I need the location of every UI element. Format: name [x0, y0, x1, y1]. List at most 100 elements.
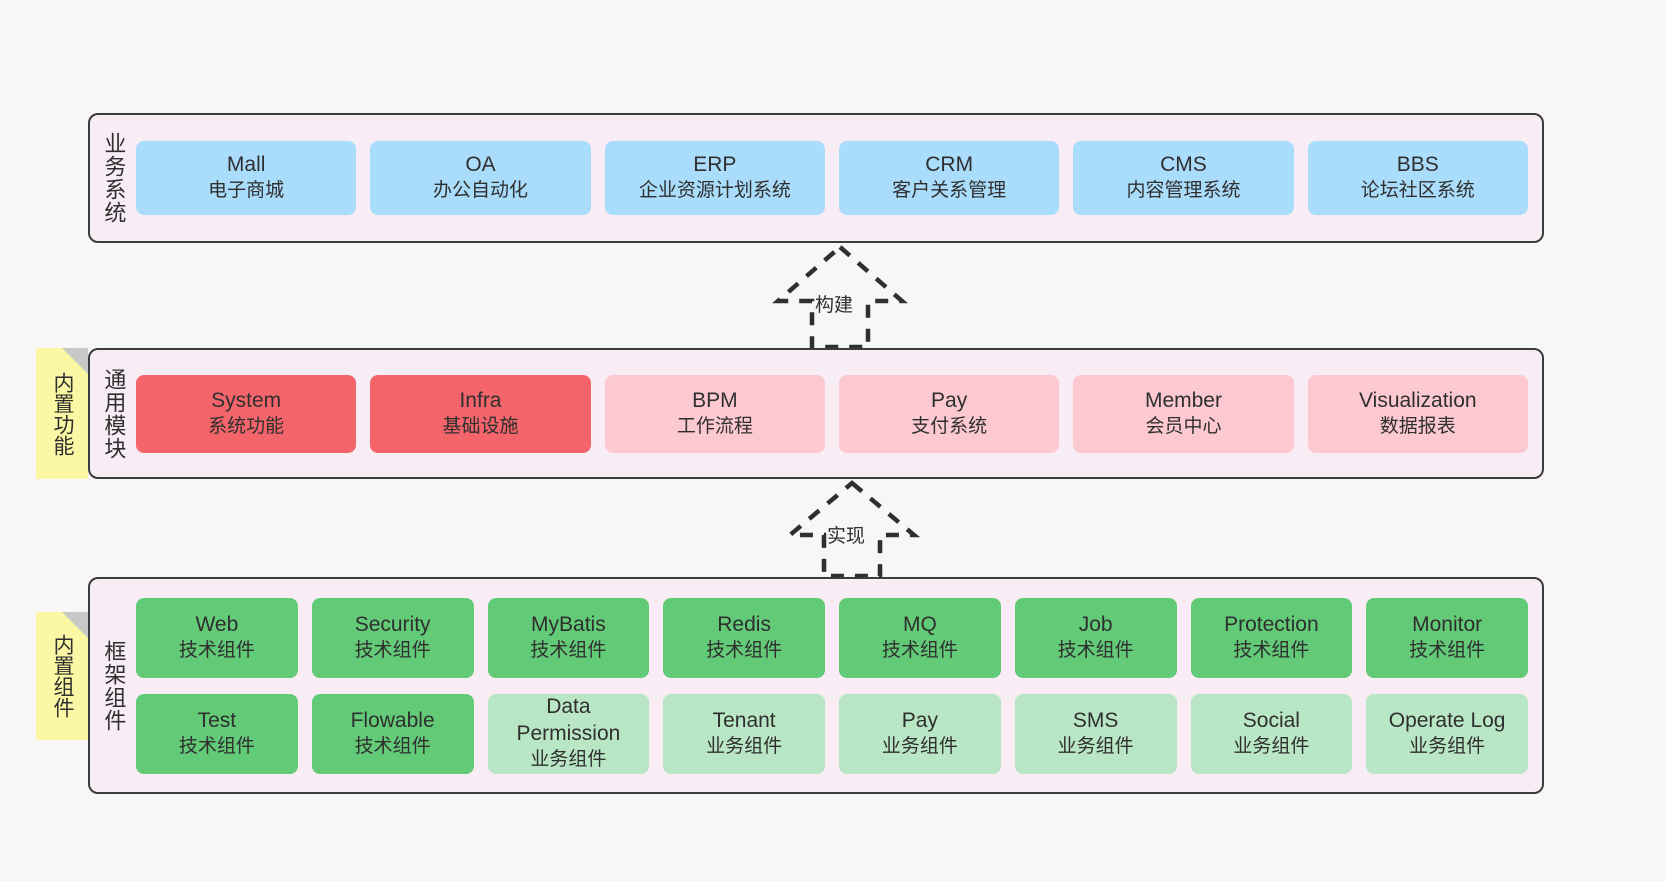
card-subtitle: 技术组件	[1409, 639, 1486, 661]
card-social[interactable]: Social 业务组件	[1190, 693, 1353, 774]
note-fold-corner-icon	[62, 348, 88, 374]
card-title: BBS	[1396, 153, 1439, 177]
card-operate-log[interactable]: Operate Log 业务组件	[1366, 693, 1528, 774]
card-title: Operate Log	[1388, 708, 1506, 732]
card-subtitle: 数据报表	[1379, 415, 1456, 437]
card-pay-module[interactable]: Pay 支付系统	[838, 374, 1060, 453]
note-label: 内置组件	[50, 634, 74, 718]
layer-title-common-modules: 通用模块	[101, 367, 127, 460]
card-title: ERP	[693, 153, 737, 177]
card-subtitle: 系统功能	[208, 415, 285, 437]
card-title: Security	[354, 612, 431, 636]
card-subtitle: 客户关系管理	[892, 180, 1007, 202]
card-flowable[interactable]: Flowable 技术组件	[311, 693, 474, 774]
card-test[interactable]: Test 技术组件	[136, 693, 298, 774]
card-title: Data Permission	[516, 695, 621, 746]
card-title: Pay	[931, 388, 968, 412]
card-subtitle: 业务组件	[1409, 735, 1486, 757]
card-title: SMS	[1072, 708, 1119, 732]
card-title: System	[211, 388, 282, 412]
card-web[interactable]: Web 技术组件	[136, 597, 298, 678]
card-title: Tenant	[712, 708, 776, 732]
card-subtitle: 基础设施	[442, 415, 519, 437]
card-subtitle: 技术组件	[354, 735, 431, 757]
card-title: Protection	[1224, 612, 1319, 636]
card-title: Mall	[226, 153, 266, 177]
card-row: System 系统功能 Infra 基础设施 BPM 工作流程 Pay 支付系统…	[136, 374, 1528, 453]
card-subtitle: 内容管理系统	[1126, 180, 1241, 202]
card-mybatis[interactable]: MyBatis 技术组件	[487, 597, 650, 678]
card-subtitle: 业务组件	[1233, 735, 1310, 757]
card-subtitle: 会员中心	[1145, 415, 1222, 437]
card-subtitle: 技术组件	[178, 735, 255, 757]
card-subtitle: 企业资源计划系统	[638, 180, 791, 202]
card-cms[interactable]: CMS 内容管理系统	[1073, 141, 1294, 215]
card-job[interactable]: Job 技术组件	[1014, 597, 1177, 678]
layer-body-common-modules: System 系统功能 Infra 基础设施 BPM 工作流程 Pay 支付系统…	[136, 350, 1542, 477]
card-bbs[interactable]: BBS 论坛社区系统	[1307, 141, 1528, 215]
card-subtitle: 业务组件	[706, 735, 783, 757]
card-security[interactable]: Security 技术组件	[311, 597, 474, 678]
card-title: Job	[1078, 612, 1113, 636]
note-label: 内置功能	[50, 371, 74, 456]
card-monitor[interactable]: Monitor 技术组件	[1366, 597, 1528, 678]
layer-business-system: 业务系统 Mall 电子商城 OA 办公自动化 ERP 企业资源计划系统 CRM	[88, 113, 1544, 243]
card-sms[interactable]: SMS 业务组件	[1014, 693, 1177, 774]
card-row: Test 技术组件 Flowable 技术组件 Data Permission …	[136, 693, 1528, 774]
card-system[interactable]: System 系统功能	[136, 374, 357, 453]
card-title: MyBatis	[531, 612, 606, 636]
card-member[interactable]: Member 会员中心	[1073, 374, 1294, 453]
card-redis[interactable]: Redis 技术组件	[663, 597, 825, 678]
card-subtitle: 技术组件	[1057, 639, 1134, 661]
card-title: CRM	[925, 153, 974, 177]
card-pay-component[interactable]: Pay 业务组件	[839, 693, 1001, 774]
card-title: CMS	[1160, 153, 1207, 177]
card-infra[interactable]: Infra 基础设施	[370, 374, 591, 453]
card-mall[interactable]: Mall 电子商城	[136, 141, 357, 215]
card-title: Pay	[901, 708, 938, 732]
card-subtitle: 技术组件	[1233, 639, 1310, 661]
card-subtitle: 技术组件	[530, 639, 607, 661]
card-subtitle: 论坛社区系统	[1360, 180, 1475, 202]
connector-implement-label: 实现	[827, 526, 866, 547]
card-subtitle: 办公自动化	[432, 180, 528, 202]
card-row: Web 技术组件 Security 技术组件 MyBatis 技术组件 Redi…	[136, 597, 1528, 678]
card-oa[interactable]: OA 办公自动化	[370, 141, 591, 215]
connector-build-label: 构建	[815, 295, 854, 316]
card-title: MQ	[902, 612, 937, 636]
card-protection[interactable]: Protection 技术组件	[1190, 597, 1353, 678]
note-built-in-features: 内置功能	[36, 348, 88, 479]
card-bpm[interactable]: BPM 工作流程	[604, 374, 825, 453]
card-visualization[interactable]: Visualization 数据报表	[1307, 374, 1528, 453]
card-title: Social	[1242, 708, 1300, 732]
card-subtitle: 业务组件	[530, 749, 607, 771]
note-built-in-components: 内置组件	[36, 612, 88, 740]
card-title: Redis	[717, 612, 771, 636]
card-title: Web	[195, 612, 239, 636]
card-subtitle: 技术组件	[354, 639, 431, 661]
card-title: OA	[465, 153, 496, 177]
layer-framework-components: 框架组件 Web 技术组件 Security 技术组件 MyBatis 技术组件…	[88, 577, 1544, 794]
card-crm[interactable]: CRM 客户关系管理	[838, 141, 1060, 215]
card-title: Flowable	[350, 708, 435, 732]
card-title: Monitor	[1412, 612, 1483, 636]
card-title: Visualization	[1359, 388, 1477, 412]
card-row: Mall 电子商城 OA 办公自动化 ERP 企业资源计划系统 CRM 客户关系…	[136, 141, 1528, 215]
card-subtitle: 技术组件	[706, 639, 783, 661]
card-subtitle: 工作流程	[676, 415, 753, 437]
card-subtitle: 业务组件	[881, 735, 958, 757]
card-subtitle: 支付系统	[911, 415, 988, 437]
layer-title-business-system: 业务系统	[101, 132, 127, 224]
card-title: Test	[197, 708, 237, 732]
card-title: BPM	[692, 388, 738, 412]
card-subtitle: 技术组件	[881, 639, 958, 661]
card-subtitle: 技术组件	[178, 639, 255, 661]
card-title: Infra	[459, 388, 502, 412]
layer-title-framework-components: 框架组件	[101, 639, 127, 732]
card-erp[interactable]: ERP 企业资源计划系统	[604, 141, 825, 215]
card-tenant[interactable]: Tenant 业务组件	[663, 693, 825, 774]
card-mq[interactable]: MQ 技术组件	[839, 597, 1001, 678]
card-data-permission[interactable]: Data Permission 业务组件	[487, 693, 650, 774]
card-subtitle: 业务组件	[1057, 735, 1134, 757]
